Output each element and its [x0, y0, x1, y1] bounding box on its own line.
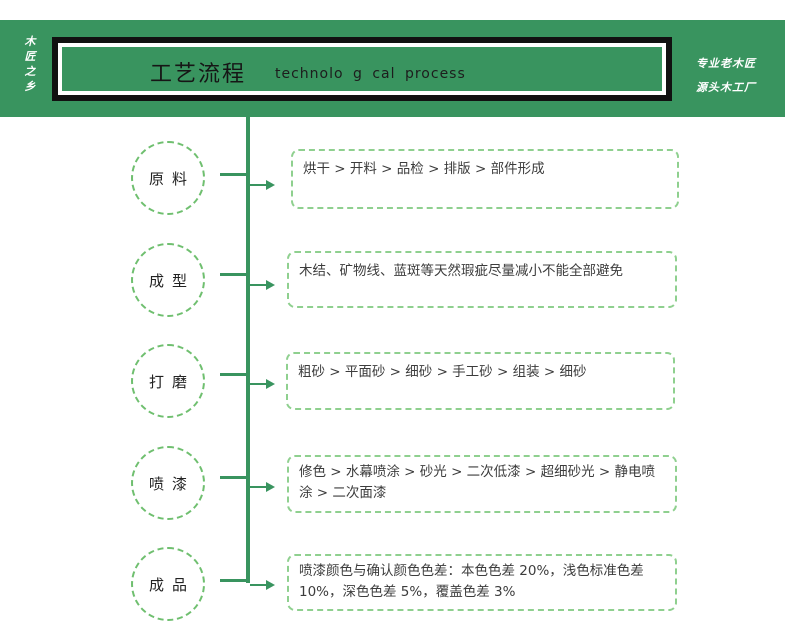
branch-line: [220, 373, 250, 376]
side-left-char: 乡: [24, 80, 36, 93]
side-slogan-left: 木 匠 之 乡: [20, 34, 40, 94]
step-circle-forming: 成型: [131, 243, 205, 317]
page-subtitle: technolo g cal process: [275, 66, 466, 82]
flow-trunk-line: [246, 117, 250, 583]
branch-line: [220, 273, 250, 276]
arrow-right-icon: [266, 280, 275, 290]
arrow-right-icon: [266, 482, 275, 492]
arrow-line: [250, 584, 267, 586]
side-slogan-right: 专业老木匠 源头木工厂: [696, 52, 776, 100]
header-top-strip: [0, 0, 785, 20]
branch-line: [220, 579, 250, 582]
arrow-line: [250, 284, 267, 286]
page-title: 工艺流程: [150, 62, 247, 87]
arrow-right-icon: [266, 379, 275, 389]
step-circle-painting: 喷漆: [131, 446, 205, 520]
arrow-line: [250, 383, 267, 385]
step-circle-raw-material: 原料: [131, 141, 205, 215]
arrow-right-icon: [266, 580, 275, 590]
side-right-line: 源头木工厂: [696, 81, 756, 94]
step-description-box: 木结、矿物线、蓝斑等天然瑕疵尽量减小不能全部避免: [287, 251, 677, 308]
step-description-box: 喷漆颜色与确认颜色色差：本色色差 20%，浅色标准色差 10%，深色色差 5%，…: [287, 554, 677, 611]
arrow-right-icon: [266, 180, 275, 190]
side-left-char: 之: [24, 65, 36, 78]
step-circle-sanding: 打磨: [131, 344, 205, 418]
step-description-box: 粗砂 > 平面砂 > 细砂 > 手工砂 > 组装 > 细砂: [286, 352, 675, 410]
step-description-box: 修色 > 水幕喷涂 > 砂光 > 二次低漆 > 超细砂光 > 静电喷涂 > 二次…: [287, 455, 677, 513]
branch-line: [220, 173, 250, 176]
title-frame-core: [62, 47, 662, 91]
side-right-line: 专业老木匠: [696, 57, 756, 70]
branch-line: [220, 476, 250, 479]
side-left-char: 匠: [24, 50, 36, 63]
side-left-char: 木: [24, 35, 36, 48]
arrow-line: [250, 486, 267, 488]
arrow-line: [250, 184, 267, 186]
step-circle-finished: 成品: [131, 547, 205, 621]
step-description-box: 烘干 > 开料 > 品检 > 排版 > 部件形成: [291, 149, 679, 209]
